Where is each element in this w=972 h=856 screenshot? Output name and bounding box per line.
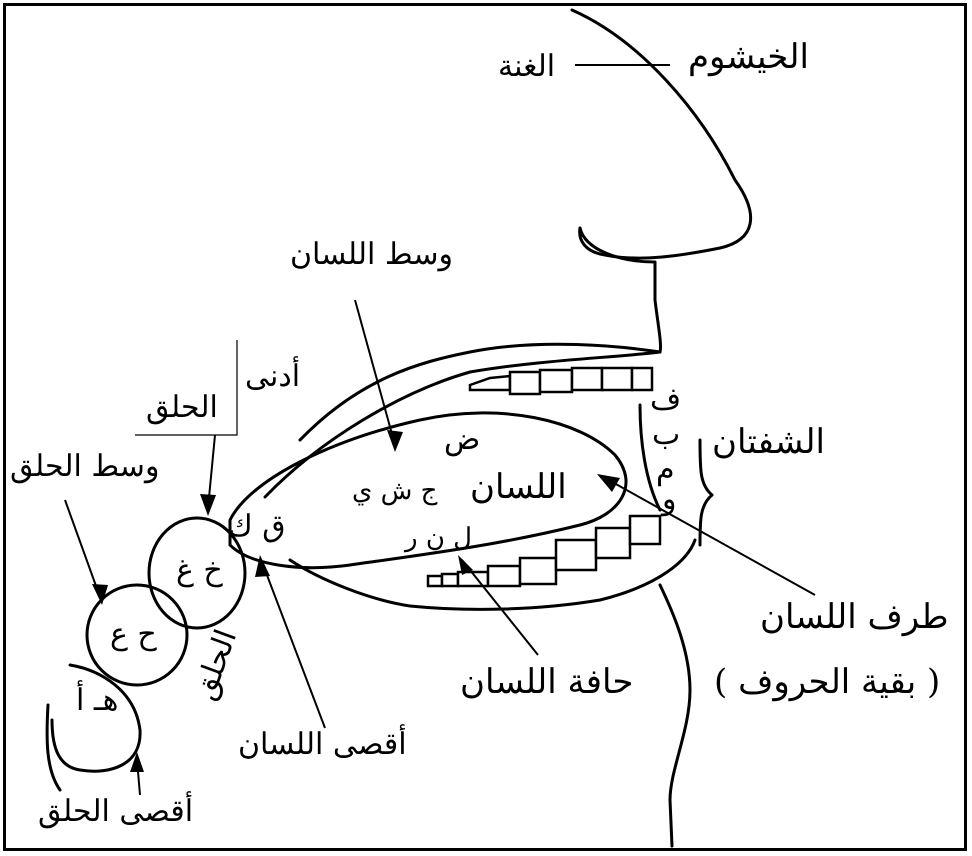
aqsa-lisan-arrowhead bbox=[255, 555, 270, 577]
letters-jim-shin-ya: ج ش ي bbox=[352, 478, 437, 504]
label-taraf-lisan: طرف اللسان bbox=[760, 600, 949, 634]
lip-letter-ba: ب bbox=[652, 420, 680, 450]
letters-qaf-kaf: ق ك bbox=[228, 512, 286, 542]
adna-halq-arrowhead bbox=[200, 494, 216, 516]
throat-inner-line bbox=[47, 705, 60, 790]
label-ghunna: الغنة bbox=[498, 52, 555, 82]
label-adna-halq-bottom: الحلق bbox=[146, 393, 218, 423]
lip-letter-fa: ف bbox=[650, 385, 681, 415]
nostril-line bbox=[580, 228, 661, 352]
lip-bracket bbox=[700, 440, 712, 545]
label-baqiyat-huruf: ( بقية الحروف ) bbox=[714, 665, 940, 699]
throat-lower-curve bbox=[52, 665, 140, 771]
label-wasat-lisan: وسط اللسان bbox=[290, 240, 453, 270]
label-khayshum: الخيشوم bbox=[688, 40, 809, 74]
wasat-lisan-arrow bbox=[355, 300, 395, 445]
upper-teeth bbox=[470, 368, 652, 394]
label-shafatan: الشفتان bbox=[712, 425, 825, 459]
letters-lam-nun-ra: ل ن ر bbox=[405, 525, 472, 551]
label-hafat-lisan: حافة اللسان bbox=[460, 665, 633, 699]
letters-kha-ghayn: خ غ bbox=[176, 556, 223, 586]
taraf-lisan-arrowhead bbox=[597, 474, 620, 492]
letters-ha-ayn: ح ع bbox=[110, 620, 157, 650]
label-adna-halq-top: أدنى bbox=[245, 362, 300, 392]
label-wasat-halq: وسط الحلق bbox=[10, 452, 159, 482]
chin-neck bbox=[660, 585, 690, 846]
letters-ha-hamza: هـ أ bbox=[76, 686, 118, 716]
lip-letter-mim: م bbox=[656, 455, 675, 485]
label-lisan: اللسان bbox=[470, 470, 567, 504]
lip-letter-waw: و bbox=[662, 485, 677, 515]
label-aqsa-lisan: أقصى اللسان bbox=[238, 730, 407, 760]
wasat-lisan-arrowhead bbox=[387, 430, 403, 452]
letter-dad: ض bbox=[444, 425, 480, 455]
label-aqsa-halq: أقصى الحلق bbox=[38, 797, 193, 827]
wasat-halq-arrow bbox=[65, 500, 100, 597]
aqsa-lisan-arrow bbox=[262, 562, 325, 728]
